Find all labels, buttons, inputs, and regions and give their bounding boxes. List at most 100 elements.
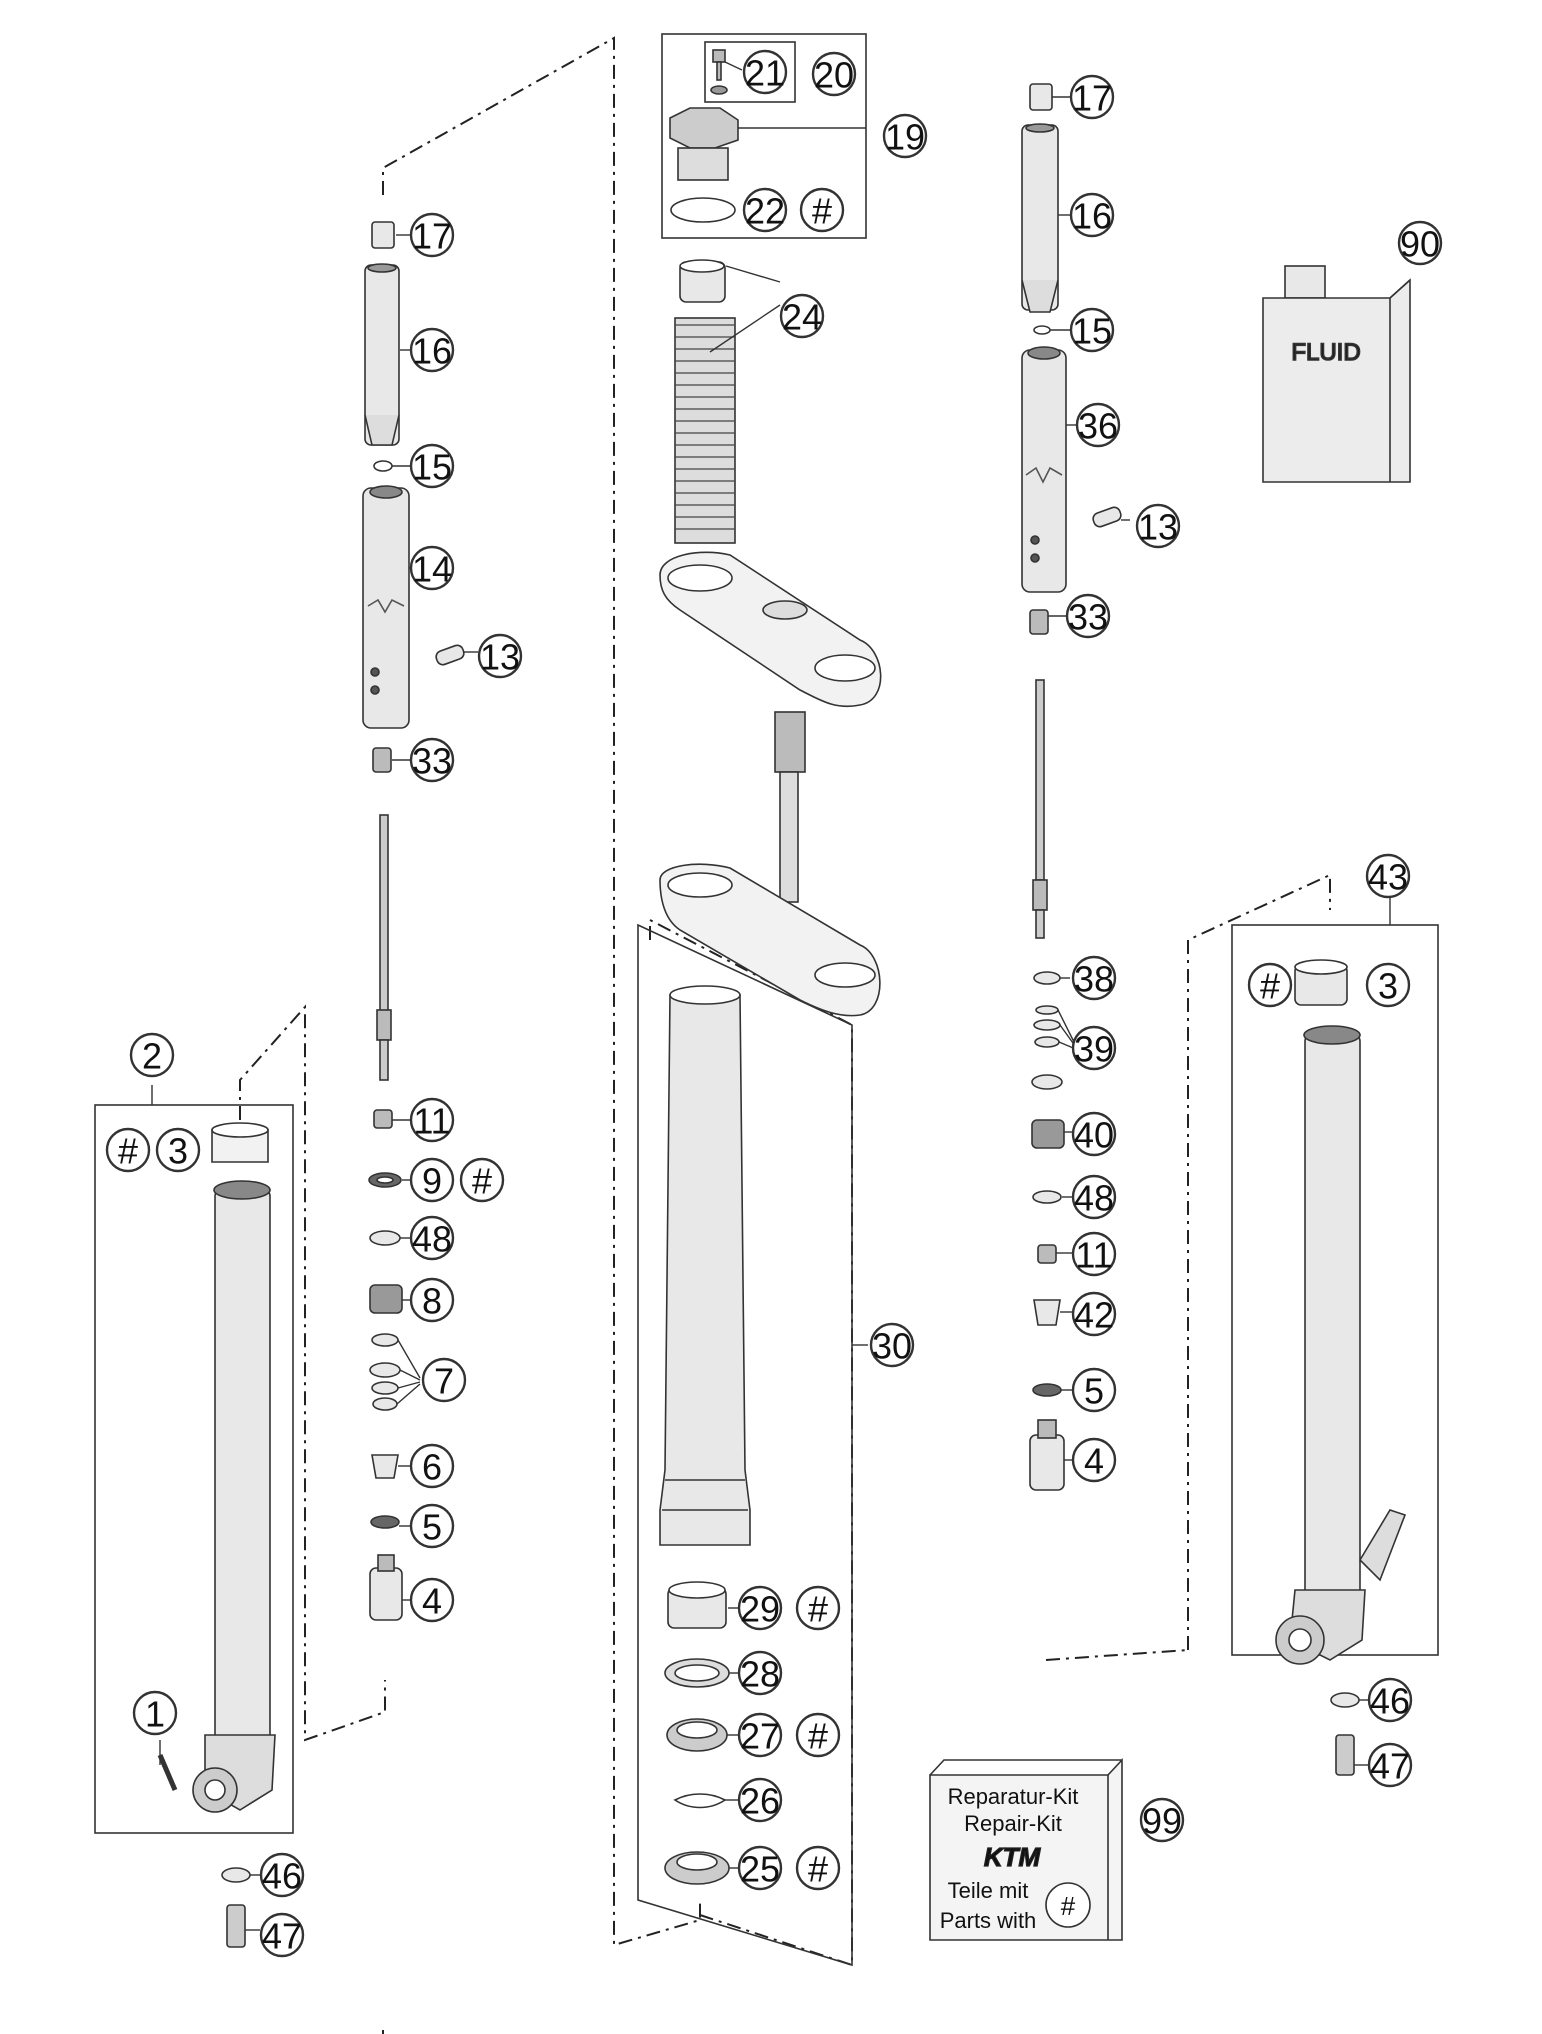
callout-19: 19: [882, 113, 928, 159]
callout-40: 40: [1071, 1111, 1117, 1157]
svg-text:20: 20: [814, 55, 854, 96]
callout-27: 27: [737, 1712, 783, 1758]
callout-1: 1: [132, 1690, 178, 1736]
svg-text:11: 11: [413, 1101, 450, 1142]
svg-text:17: 17: [412, 216, 452, 257]
svg-text:38: 38: [1074, 959, 1114, 1000]
svg-text:2: 2: [142, 1036, 162, 1077]
callout-hash-9: #: [459, 1157, 505, 1203]
callout-4-left: 4: [409, 1577, 455, 1623]
box-cap-assembly: [661, 33, 867, 239]
svg-text:24: 24: [782, 297, 822, 338]
callout-3-right: 3: [1365, 962, 1411, 1008]
kit-line-2: Repair-Kit: [964, 1811, 1062, 1836]
callout-15-left: 15: [409, 443, 455, 489]
box-outer-tube: [637, 923, 853, 1967]
callout-47-left: 47: [259, 1912, 305, 1958]
svg-text:8: 8: [422, 1281, 442, 1322]
callout-38: 38: [1071, 955, 1117, 1001]
left-bottom-bolt: [221, 1867, 251, 1948]
svg-text:39: 39: [1074, 1029, 1114, 1070]
svg-text:48: 48: [412, 1219, 452, 1260]
svg-text:#: #: [118, 1131, 138, 1172]
svg-text:48: 48: [1074, 1178, 1114, 1219]
svg-text:6: 6: [422, 1447, 442, 1488]
callout-13-left: 13: [477, 633, 523, 679]
svg-text:5: 5: [1084, 1371, 1104, 1412]
svg-text:17: 17: [1072, 78, 1112, 119]
svg-text:15: 15: [1072, 311, 1112, 352]
svg-text:#: #: [808, 1849, 828, 1890]
svg-text:4: 4: [422, 1581, 442, 1622]
svg-text:33: 33: [1068, 597, 1108, 638]
svg-text:28: 28: [740, 1654, 780, 1695]
left-column-parts: [362, 221, 465, 1621]
svg-text:19: 19: [885, 117, 925, 158]
callout-5-right: 5: [1071, 1367, 1117, 1413]
callout-hash-27: #: [795, 1712, 841, 1758]
callout-14: 14: [409, 545, 455, 591]
callout-16-left: 16: [409, 327, 455, 373]
svg-text:25: 25: [740, 1849, 780, 1890]
right-fork-leg: [1275, 959, 1407, 1776]
svg-text:#: #: [812, 191, 832, 232]
callout-hash-25: #: [795, 1845, 841, 1891]
callout-17-right: 17: [1069, 74, 1115, 120]
callout-39: 39: [1071, 1025, 1117, 1071]
callout-7: 7: [421, 1357, 467, 1403]
callout-47-right: 47: [1367, 1742, 1413, 1788]
svg-text:46: 46: [262, 1856, 302, 1897]
callout-29: 29: [737, 1585, 783, 1631]
callout-hash-29: #: [795, 1585, 841, 1631]
svg-text:14: 14: [412, 549, 452, 590]
ktm-logo: KTM: [984, 1842, 1042, 1872]
svg-text:33: 33: [412, 741, 452, 782]
svg-text:#: #: [1260, 966, 1280, 1007]
svg-text:90: 90: [1400, 224, 1440, 265]
leader-lines: [151, 61, 1391, 1931]
callout-25: 25: [737, 1845, 783, 1891]
svg-text:7: 7: [434, 1361, 454, 1402]
callout-8: 8: [409, 1277, 455, 1323]
kit-hash-symbol: #: [1061, 1891, 1076, 1921]
callout-2: 2: [129, 1032, 175, 1078]
svg-text:#: #: [808, 1716, 828, 1757]
callout-48-right: 48: [1071, 1174, 1117, 1220]
callout-46-right: 46: [1367, 1677, 1413, 1723]
svg-text:4: 4: [1084, 1441, 1104, 1482]
svg-text:47: 47: [262, 1916, 302, 1957]
svg-text:21: 21: [745, 53, 785, 94]
callout-28: 28: [737, 1650, 783, 1696]
kit-line-1: Reparatur-Kit: [948, 1784, 1079, 1809]
callout-15-right: 15: [1069, 307, 1115, 353]
callout-90: 90: [1397, 220, 1443, 266]
svg-text:#: #: [808, 1589, 828, 1630]
svg-text:13: 13: [1138, 507, 1178, 548]
svg-text:47: 47: [1370, 1746, 1410, 1787]
box-fork-leg-left: [94, 1104, 294, 1834]
callout-22: 22: [742, 187, 788, 233]
callout-6: 6: [409, 1443, 455, 1489]
callouts: 17 16 15 14 13 33 11 9 # 48 8 7 6 5 4 2 …: [105, 49, 1443, 1958]
callout-99: 99: [1139, 1797, 1185, 1843]
callout-30: 30: [869, 1322, 915, 1368]
callout-42: 42: [1071, 1291, 1117, 1337]
svg-text:27: 27: [740, 1716, 780, 1757]
callout-17-left: 17: [409, 212, 455, 258]
svg-text:5: 5: [422, 1507, 442, 1548]
callout-20: 20: [811, 51, 857, 97]
callout-48-left: 48: [409, 1215, 455, 1261]
callout-36: 36: [1075, 402, 1121, 448]
svg-text:13: 13: [480, 637, 520, 678]
svg-text:#: #: [472, 1161, 492, 1202]
callout-11-left: 11: [409, 1097, 455, 1143]
callout-hash-3-left: #: [105, 1127, 151, 1173]
callout-16-right: 16: [1069, 192, 1115, 238]
callout-21: 21: [742, 49, 788, 95]
callout-11-right: 11: [1071, 1231, 1117, 1277]
svg-text:16: 16: [412, 331, 452, 372]
callout-26: 26: [737, 1777, 783, 1823]
svg-text:15: 15: [412, 447, 452, 488]
svg-text:43: 43: [1368, 857, 1408, 898]
svg-text:16: 16: [1072, 196, 1112, 237]
